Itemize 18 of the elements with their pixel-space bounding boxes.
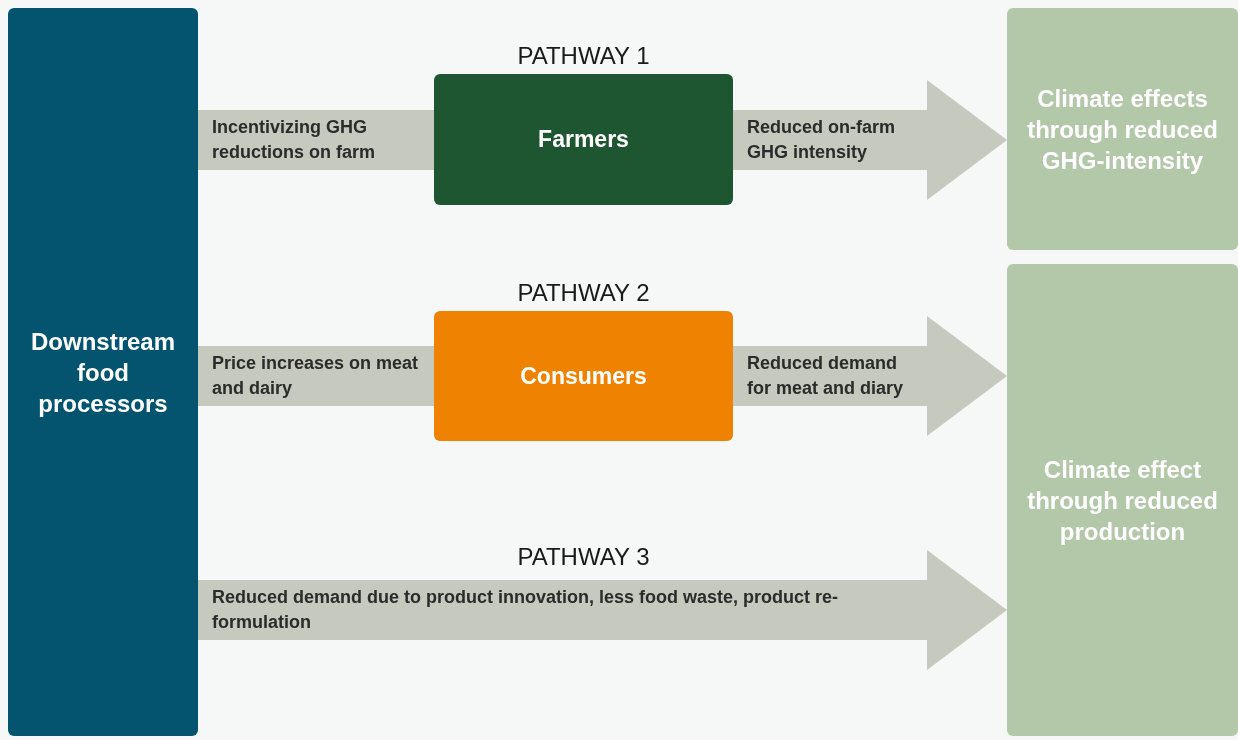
process-box: Climate effects through reduced GHG-intensity: [1007, 8, 1238, 250]
band-arrow: [733, 316, 1007, 436]
band-arrow: [198, 110, 434, 170]
pathway-heading: PATHWAY 1: [516, 42, 651, 70]
process-box: Farmers: [434, 74, 733, 205]
band-arrow: [198, 550, 1007, 670]
process-box: Downstream food processors: [8, 8, 198, 736]
band-arrow: [733, 80, 1007, 200]
edge-label: Incentivizing GHG reductions on farm: [212, 116, 377, 164]
edge-label: Price increases on meat and dairy: [212, 352, 420, 400]
process-box: Consumers: [434, 311, 733, 441]
edge-label: Reduced demand for meat and diary: [747, 352, 905, 400]
pathway-heading: PATHWAY 2: [516, 279, 651, 307]
edge-label: Reduced demand due to product innovation, less food waste, product re-formulation: [212, 586, 840, 634]
pathway-heading: PATHWAY 3: [516, 543, 651, 571]
band-arrow: [198, 346, 434, 406]
process-box: Climate effect through reduced production: [1007, 264, 1238, 736]
edge-label: Reduced on-farm GHG intensity: [747, 116, 897, 164]
